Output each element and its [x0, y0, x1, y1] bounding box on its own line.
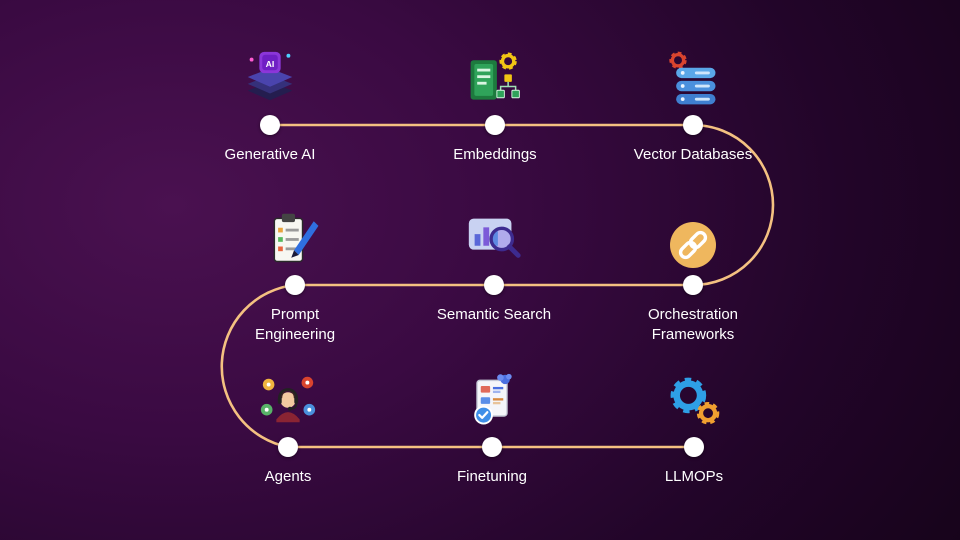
node-dot [684, 437, 704, 457]
node-label: Agents [264, 468, 312, 485]
node-prompt-engineering: Prompt Engineering [210, 205, 380, 346]
node-dot [484, 275, 504, 295]
node-dot [683, 275, 703, 295]
node-embeddings: Embeddings [410, 45, 580, 165]
semantic-search-icon [409, 205, 579, 269]
ai-chip-text: AI [266, 59, 275, 69]
node-label: Prompt Engineering [254, 306, 336, 344]
node-label: LLMOPs [664, 468, 724, 485]
gears-icon [609, 367, 779, 431]
node-label: Generative AI [224, 146, 316, 163]
node-label: Embeddings [453, 146, 537, 163]
node-label: Orchestration Frameworks [647, 306, 739, 344]
node-generative-ai: AI Generative AI [185, 45, 355, 165]
agents-icon [203, 367, 373, 431]
node-label: Semantic Search [436, 306, 552, 323]
prompt-engineering-icon [210, 205, 380, 269]
chain-link-icon [608, 205, 778, 269]
embeddings-icon [410, 45, 580, 109]
finetuning-icon [407, 367, 577, 431]
node-semantic-search: Semantic Search [409, 205, 579, 325]
node-orchestration-frameworks: Orchestration Frameworks [608, 205, 778, 346]
node-llmops: LLMOPs [609, 367, 779, 487]
node-dot [260, 115, 280, 135]
node-finetuning: Finetuning [407, 367, 577, 487]
vector-databases-icon [608, 45, 778, 109]
node-dot [485, 115, 505, 135]
node-label: Vector Databases [633, 146, 753, 163]
node-dot [278, 437, 298, 457]
node-label: Finetuning [456, 468, 528, 485]
generative-ai-icon: AI [185, 45, 355, 109]
node-vector-databases: Vector Databases [608, 45, 778, 165]
node-dot [683, 115, 703, 135]
node-dot [482, 437, 502, 457]
node-agents: Agents [203, 367, 373, 487]
node-dot [285, 275, 305, 295]
